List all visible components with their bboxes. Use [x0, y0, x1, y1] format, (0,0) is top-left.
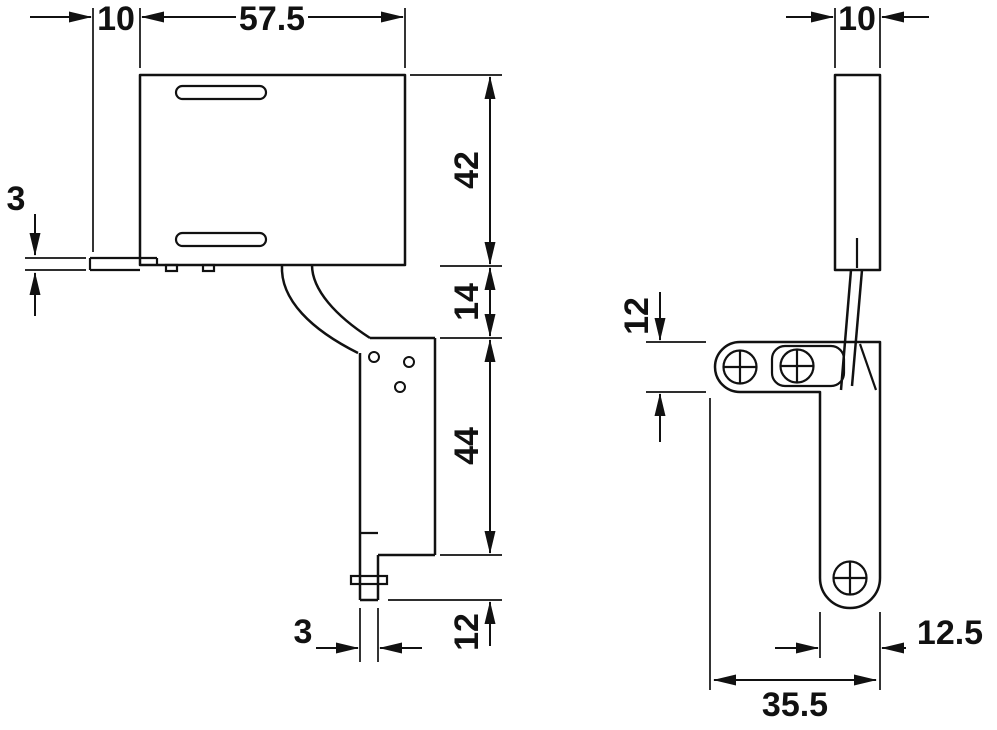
dim-label-body-width: 57.5 — [239, 0, 305, 38]
screw-icon-bottom — [832, 560, 868, 596]
screw-icon-left — [722, 349, 758, 385]
dim-label-bracket-height: 12 — [618, 297, 656, 335]
dim-label-plate-offset: 10 — [97, 0, 135, 38]
side-view-shape — [713, 73, 882, 610]
rivet-hole-1 — [368, 351, 380, 363]
front-view-dimensions: 10 57.5 3 42 14 44 12 — [7, 0, 502, 662]
bracket-profile — [713, 340, 882, 610]
vertical-arm — [349, 336, 437, 602]
top-bar — [833, 73, 882, 272]
dim-label-foot-height: 12 — [448, 613, 486, 651]
side-view-dimensions: 10 12 12.5 35.5 — [618, 0, 983, 724]
rivet-hole-2 — [403, 356, 415, 368]
dim-label-profile-width: 12.5 — [917, 614, 983, 652]
dim-label-plate-thickness: 3 — [7, 180, 26, 218]
mounting-plate — [88, 256, 159, 272]
tab-right — [201, 263, 216, 273]
dim-label-total-depth: 35.5 — [762, 686, 828, 724]
dim-label-gap-height: 14 — [448, 283, 486, 321]
rivet-hole-3 — [394, 381, 406, 393]
dim-label-body-height: 42 — [448, 151, 486, 189]
hinge-body — [138, 73, 407, 267]
dim-label-strip-width: 3 — [294, 613, 313, 651]
connecting-blade — [839, 269, 878, 391]
side-view: 10 12 12.5 35.5 — [618, 0, 983, 724]
dim-label-bar-width: 10 — [838, 0, 876, 38]
front-view: 10 57.5 3 42 14 44 12 — [7, 0, 502, 662]
screw-icon-middle — [779, 348, 815, 384]
dim-label-arm-height: 44 — [448, 427, 486, 465]
mounting-slot-top — [174, 84, 268, 101]
front-view-shape — [88, 73, 437, 602]
tab-left — [164, 263, 179, 273]
mounting-slot-bottom — [174, 231, 268, 248]
lever-arm-curve — [280, 264, 371, 355]
foot-plate — [349, 574, 389, 586]
